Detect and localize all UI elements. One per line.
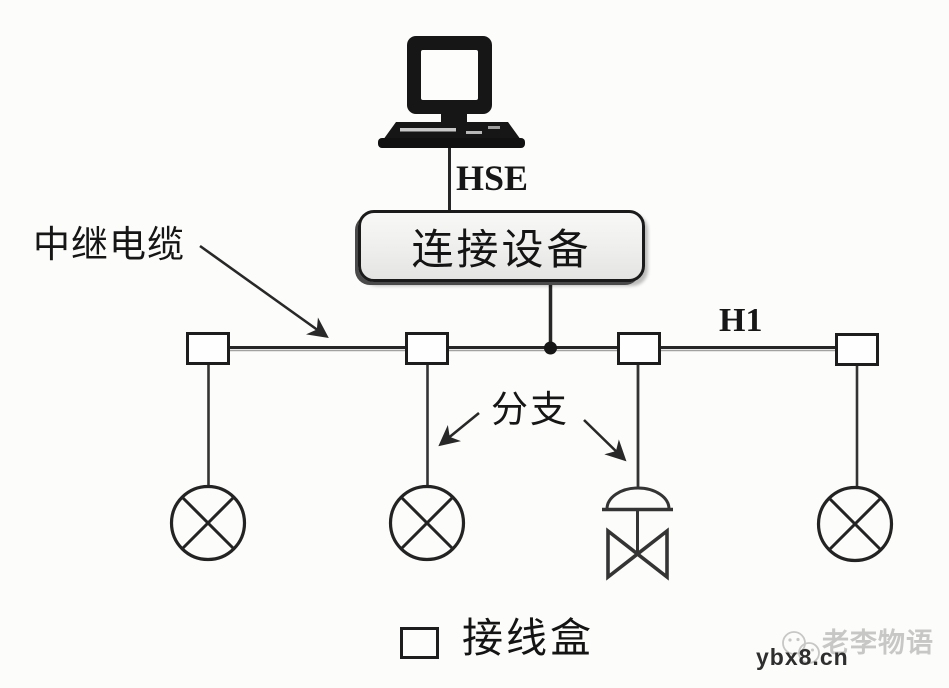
- smiley-faces-icon: [782, 631, 820, 664]
- h1-label: H1: [719, 302, 763, 339]
- branch-arrow-left: [438, 411, 480, 447]
- junction-box: [186, 332, 230, 365]
- control-valve-icon: [602, 486, 673, 581]
- watermark-name: 老李物语: [822, 628, 934, 658]
- hse-label: HSE: [456, 158, 529, 198]
- field-instrument-icon: [388, 484, 466, 562]
- junction-box: [617, 332, 661, 365]
- junction-box: [835, 333, 879, 366]
- branch-label: 分支: [491, 389, 569, 430]
- field-instrument-icon: [816, 485, 894, 563]
- field-instrument-icon: [169, 484, 247, 562]
- legend-junction-box-label: 接线盒: [462, 615, 594, 661]
- legend-junction-box-icon: [400, 627, 439, 659]
- watermark-site: ybx8.cn: [756, 644, 849, 670]
- trunk-cable-arrow: [199, 244, 329, 339]
- junction-box: [405, 332, 449, 365]
- computer-icon: [378, 36, 525, 148]
- linking-device-label: 连接设备: [411, 225, 592, 273]
- linking-device-box: 连接设备: [358, 210, 645, 282]
- branch-arrow-right: [583, 419, 627, 462]
- trunk-cable-label: 中继电缆: [33, 224, 185, 265]
- connection-dot: [544, 341, 557, 355]
